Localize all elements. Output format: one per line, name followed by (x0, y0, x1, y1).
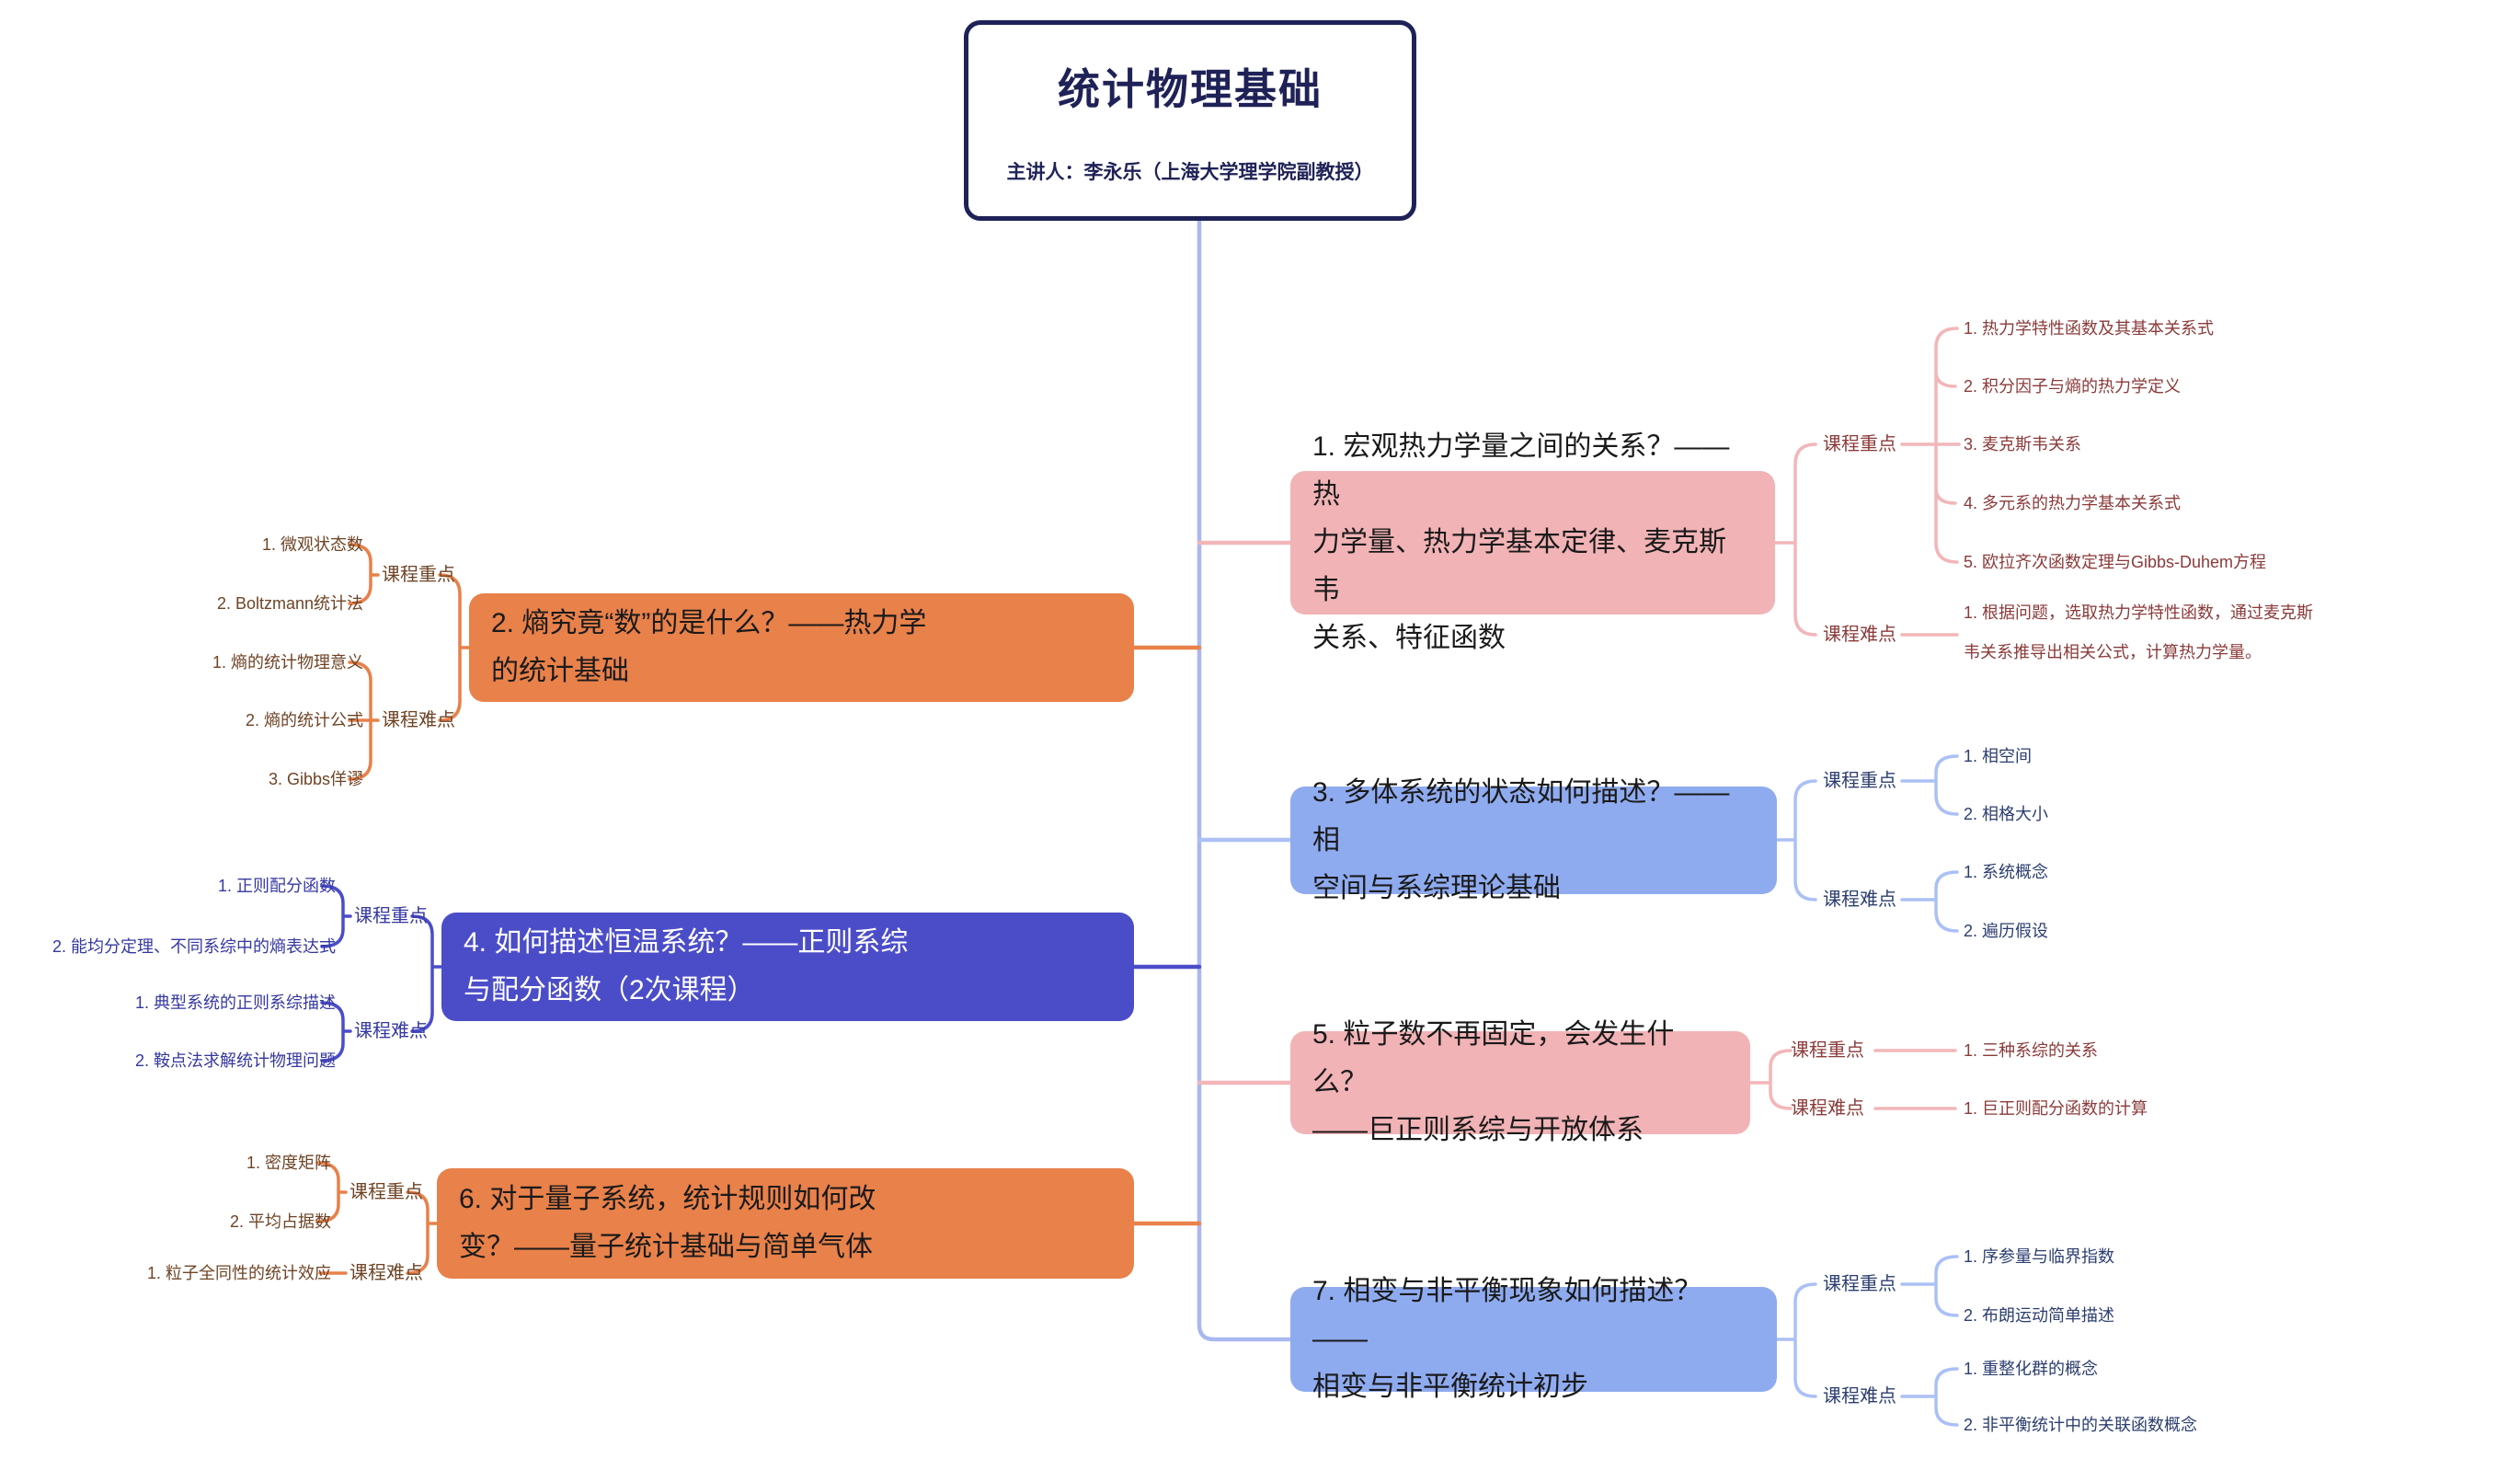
list-item[interactable]: 2. 平均占据数 (229, 1212, 331, 1231)
difficulty-label-4[interactable]: 课程难点 (354, 1021, 428, 1041)
difficulty-label-6[interactable]: 课程难点 (349, 1263, 423, 1283)
topic-node-3[interactable]: 3. 多体系统的状态如何描述？——相 空间与系综理论基础 (1290, 777, 1777, 903)
focus-label-2[interactable]: 课程重点 (382, 565, 455, 585)
list-item[interactable]: 2. 遍历假设 (1964, 922, 2049, 940)
topic-node-5[interactable]: 5. 粒子数不再固定，会发生什么？ ——巨正则系综与开放体系 (1290, 1019, 1750, 1145)
list-item[interactable]: 1. 三种系综的关系 (1964, 1041, 2099, 1060)
topic-node-1[interactable]: 1. 宏观热力学量之间的关系？——热 力学量、热力学基本定律、麦克斯韦 关系、特… (1290, 431, 1775, 653)
branch-6-brackets (315, 1161, 439, 1275)
difficulty-label-7[interactable]: 课程难点 (1823, 1386, 1896, 1407)
list-item[interactable]: 3. 麦克斯韦关系 (1964, 435, 2082, 454)
focus-label-3[interactable]: 课程重点 (1823, 771, 1896, 791)
difficulty-label-1[interactable]: 课程难点 (1823, 625, 1896, 645)
topic-node-7[interactable]: 7. 相变与非平衡现象如何描述？—— 相变与非平衡统计初步 (1290, 1276, 1777, 1402)
difficulty-label-3[interactable]: 课程难点 (1823, 890, 1896, 910)
list-item[interactable]: 1. 微观状态数 (261, 535, 363, 554)
list-item[interactable]: 3. Gibbs佯谬 (268, 770, 363, 788)
list-item[interactable]: 1. 典型系统的正则系综描述 (134, 993, 336, 1012)
list-item[interactable]: 1. 序参量与临界指数 (1964, 1247, 2115, 1266)
topic-node-2[interactable]: 2. 熵究竟“数”的是什么？——热力学 的统计基础 (469, 593, 1134, 702)
focus-label-7[interactable]: 课程重点 (1823, 1274, 1896, 1294)
list-item[interactable]: 1. 正则配分函数 (217, 877, 336, 895)
list-item[interactable]: 2. 鞍点法求解统计物理问题 (134, 1051, 336, 1070)
list-item[interactable]: 1. 相空间 (1964, 747, 2033, 765)
list-item[interactable]: 2. 相格大小 (1964, 805, 2049, 823)
branch-1-brackets (1773, 327, 1961, 637)
list-item[interactable]: 2. 布朗运动简单描述 (1964, 1306, 2115, 1325)
page-title: 统计物理基础 (1058, 65, 1323, 113)
trunk-line (1197, 218, 1293, 1342)
list-item[interactable]: 1. 重整化群的概念 (1964, 1360, 2099, 1378)
difficulty-label-5[interactable]: 课程难点 (1791, 1098, 1864, 1119)
focus-label-4[interactable]: 课程重点 (354, 906, 428, 926)
list-item[interactable]: 1. 巨正则配分函数的计算 (1964, 1099, 2148, 1118)
list-item[interactable]: 2. Boltzmann统计法 (216, 594, 363, 613)
list-item[interactable]: 2. 非平衡统计中的关联函数概念 (1964, 1416, 2198, 1434)
root-subtitle: 主讲人：李永乐（上海大学理学院副教授） (1006, 162, 1374, 183)
list-item[interactable]: 1. 热力学特性函数及其基本关系式 (1964, 319, 2215, 338)
list-item[interactable]: 1. 系统概念 (1964, 863, 2049, 881)
list-item[interactable]: 1. 粒子全同性的统计效应 (146, 1264, 331, 1282)
focus-label-1[interactable]: 课程重点 (1823, 434, 1896, 454)
focus-label-6[interactable]: 课程重点 (349, 1182, 423, 1202)
difficulty-label-2[interactable]: 课程难点 (382, 710, 455, 730)
list-item[interactable]: 4. 多元系的热力学基本关系式 (1964, 494, 2182, 512)
root-node[interactable]: 统计物理基础 主讲人：李永乐（上海大学理学院副教授） (964, 20, 1416, 221)
list-item[interactable]: 2. 能均分定理、不同系综中的熵表达式 (52, 937, 336, 956)
topic-node-4[interactable]: 4. 如何描述恒温系统？——正则系综 与配分函数（2次课程） (441, 913, 1134, 1021)
list-item[interactable]: 1. 密度矩阵 (246, 1154, 331, 1172)
list-item[interactable]: 5. 欧拉齐次函数定理与Gibbs-Duhem方程 (1964, 553, 2267, 571)
focus-label-5[interactable]: 课程重点 (1791, 1040, 1864, 1061)
list-item[interactable]: 1. 熵的统计物理意义 (212, 653, 363, 672)
list-item[interactable]: 2. 熵的统计公式 (245, 711, 363, 729)
topic-node-6[interactable]: 6. 对于量子系统，统计规则如何改 变？——量子统计基础与简单气体 (437, 1168, 1134, 1279)
list-item[interactable]: 1. 根据问题，选取热力学特性函数，通过麦克斯 韦关系推导出相关公式，计算热力学… (1964, 603, 2314, 661)
list-item[interactable]: 2. 积分因子与熵的热力学定义 (1964, 377, 2182, 396)
